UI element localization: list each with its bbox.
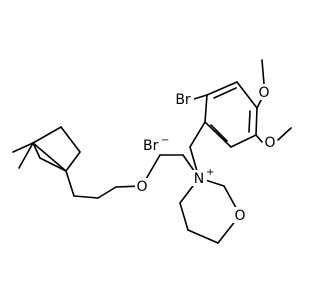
bromo-substituent-bond: [193, 94, 208, 100]
gem-dimethyl-groups: [12, 142, 34, 169]
br-label: Br: [175, 92, 191, 108]
atom-n-morpholinium: N +: [191, 167, 214, 187]
structure-canvas: Br Br − O O O N + O: [12, 59, 292, 244]
n-charge: +: [206, 167, 214, 178]
side-chain-left: [65, 170, 143, 199]
o-ether-label: O: [136, 179, 147, 195]
benzene-ring: [204, 81, 258, 148]
morpholine-ring: [179, 177, 241, 244]
side-chain-right: [141, 154, 200, 187]
o-methoxy-bottom-label: O: [264, 135, 275, 151]
atom-o-ether: O: [135, 178, 149, 195]
atom-o-methoxy-top: O: [257, 84, 271, 101]
bromide-charge: −: [161, 135, 169, 146]
bicyclic-ring: [32, 126, 81, 172]
methoxy-groups: [255, 59, 292, 143]
o-morpholine-label: O: [234, 208, 245, 224]
pinaverium-bromide-structure: Br Br − O O O N + O: [12, 59, 292, 244]
n-label: N: [194, 171, 204, 187]
atom-o-methoxy-bottom: O: [263, 134, 277, 151]
bromide-label: Br: [143, 138, 159, 154]
atom-br-substituent: Br: [172, 90, 194, 108]
o-methoxy-top-label: O: [258, 85, 269, 101]
atom-bromide-ion: Br −: [143, 135, 169, 154]
atom-o-morpholine: O: [232, 207, 247, 224]
